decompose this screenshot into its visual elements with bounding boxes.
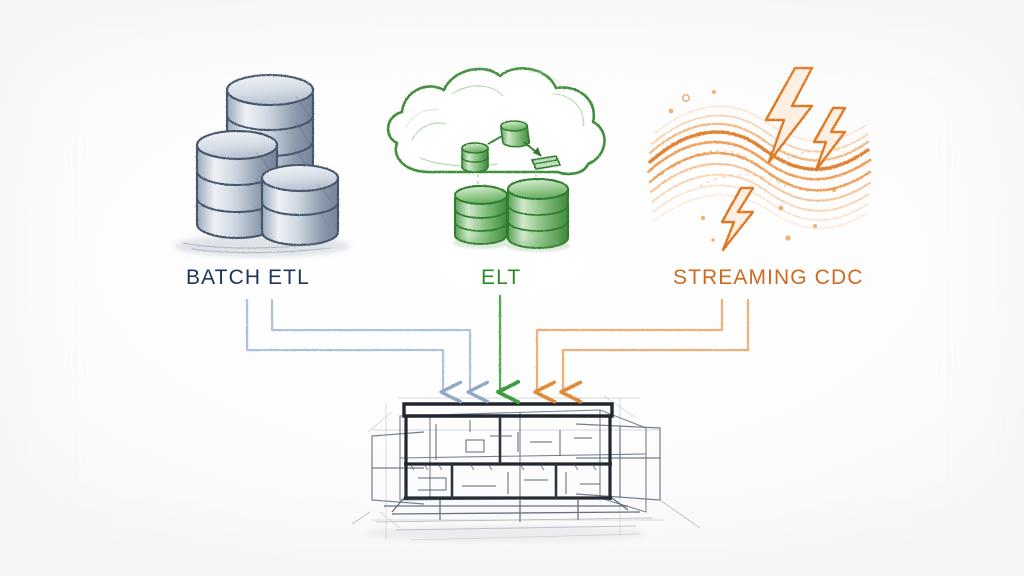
connector-cdc-a [533, 298, 724, 404]
cloud-with-databases-icon [386, 67, 606, 252]
lightning-bolt-small [720, 186, 755, 252]
architectural-building-wireframe-icon [351, 395, 701, 542]
connector-cdc-b [559, 298, 750, 404]
source-label-elt: ELT [481, 266, 522, 289]
source-label-streaming-cdc: STREAMING CDC [673, 266, 864, 289]
cloud-inner-slab-icon [530, 155, 562, 170]
cloud-inner-db-icon [461, 142, 489, 173]
connector-batch-a [245, 298, 463, 404]
spark-dots [668, 90, 836, 242]
elt-db-large [507, 178, 569, 249]
db-stack-right [260, 163, 340, 247]
db-stack-left [195, 129, 279, 240]
lightning-bolt-medium [812, 106, 847, 172]
stream-waves-lightning-icon [646, 66, 872, 252]
cloud-inner-transform-db-icon [500, 120, 531, 148]
lightning-bolt-large [764, 66, 814, 164]
connector-batch-b [270, 298, 490, 404]
source-label-batch-etl: BATCH ETL [186, 266, 310, 289]
stacked-database-cylinders-icon [174, 73, 350, 257]
